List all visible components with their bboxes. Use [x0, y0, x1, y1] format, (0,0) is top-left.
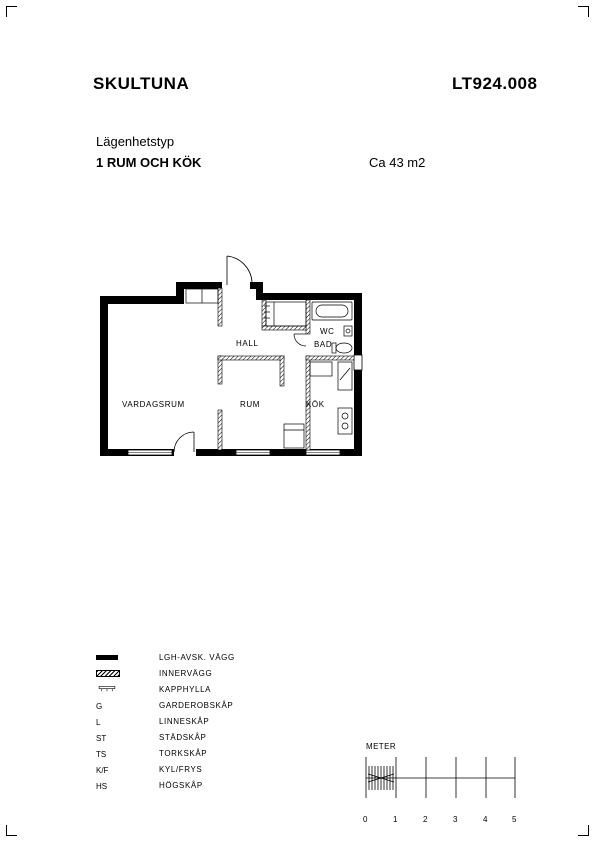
legend-symbol: HS [96, 782, 108, 791]
apartment-area: Ca 43 m2 [369, 155, 426, 170]
scale-title: METER [366, 742, 396, 751]
room-label-wc: WC [320, 327, 335, 336]
location-title: SKULTUNA [93, 74, 190, 93]
legend-row-hs: HS HÖGSKÅP [96, 780, 336, 796]
room-label-kok: KÖK [306, 400, 325, 409]
legend-row-inner-wall: INNERVÄGG [96, 668, 336, 684]
legend-label: LINNESKÅP [159, 717, 210, 726]
coat-shelf-icon [98, 686, 116, 692]
legend: LGH-AVSK. VÄGG INNERVÄGG KAPPHYLLA G GAR… [96, 652, 336, 796]
apartment-rooms: 1 RUM OCH KÖK [96, 155, 202, 170]
outer-wall-icon [96, 655, 118, 660]
scale-tick-5: 5 [512, 815, 517, 824]
scale-tick-1: 1 [393, 815, 398, 824]
scale-tick-2: 2 [423, 815, 428, 824]
kitchen-fixtures [309, 361, 353, 435]
legend-symbol: L [96, 718, 101, 727]
apartment-type-label: Lägenhetstyp [96, 134, 175, 149]
legend-symbol: K/F [96, 766, 109, 775]
legend-row-kf: K/F KYL/FRYS [96, 764, 336, 780]
crop-mark-bottom-right [578, 825, 589, 836]
legend-row-coat-shelf: KAPPHYLLA [96, 684, 336, 700]
outer-walls [100, 282, 362, 456]
plan-code: LT924.008 [452, 74, 538, 93]
bathroom-door [293, 333, 307, 347]
room-label-hall: HALL [236, 339, 258, 348]
entrance-door [222, 255, 253, 289]
legend-row-l: L LINNESKÅP [96, 716, 336, 732]
legend-label: INNERVÄGG [159, 669, 213, 678]
legend-label: HÖGSKÅP [159, 781, 203, 790]
legend-label: LGH-AVSK. VÄGG [159, 653, 235, 662]
legend-symbol: ST [96, 734, 107, 743]
scale-tick-3: 3 [453, 815, 458, 824]
legend-label: KYL/FRYS [159, 765, 203, 774]
balcony-door [173, 431, 196, 456]
legend-row-ts: TS TORKSKÅP [96, 748, 336, 764]
legend-row-st: ST STÄDSKÅP [96, 732, 336, 748]
room-label-rum: RUM [240, 400, 260, 409]
wardrobes [185, 288, 307, 327]
legend-label: KAPPHYLLA [159, 685, 212, 694]
legend-label: STÄDSKÅP [159, 733, 207, 742]
legend-row-outer-wall: LGH-AVSK. VÄGG [96, 652, 336, 668]
crop-mark-top-right [578, 6, 589, 17]
crop-mark-top-left [6, 6, 17, 17]
scale-tick-0: 0 [363, 815, 368, 824]
legend-symbol: TS [96, 750, 107, 759]
legend-row-g: G GARDEROBSKÅP [96, 700, 336, 716]
scale-tick-4: 4 [483, 815, 488, 824]
room-label-vardagsrum: VARDAGSRUM [122, 400, 185, 409]
crop-mark-bottom-left [6, 825, 17, 836]
legend-symbol: G [96, 702, 103, 711]
legend-label: GARDEROBSKÅP [159, 701, 234, 710]
room-cabinet [283, 423, 305, 449]
bathroom-fixtures [311, 301, 353, 354]
inner-walls [217, 287, 355, 451]
room-label-bad: BAD [314, 340, 332, 349]
legend-label: TORKSKÅP [159, 749, 208, 758]
inner-wall-icon [96, 670, 120, 677]
